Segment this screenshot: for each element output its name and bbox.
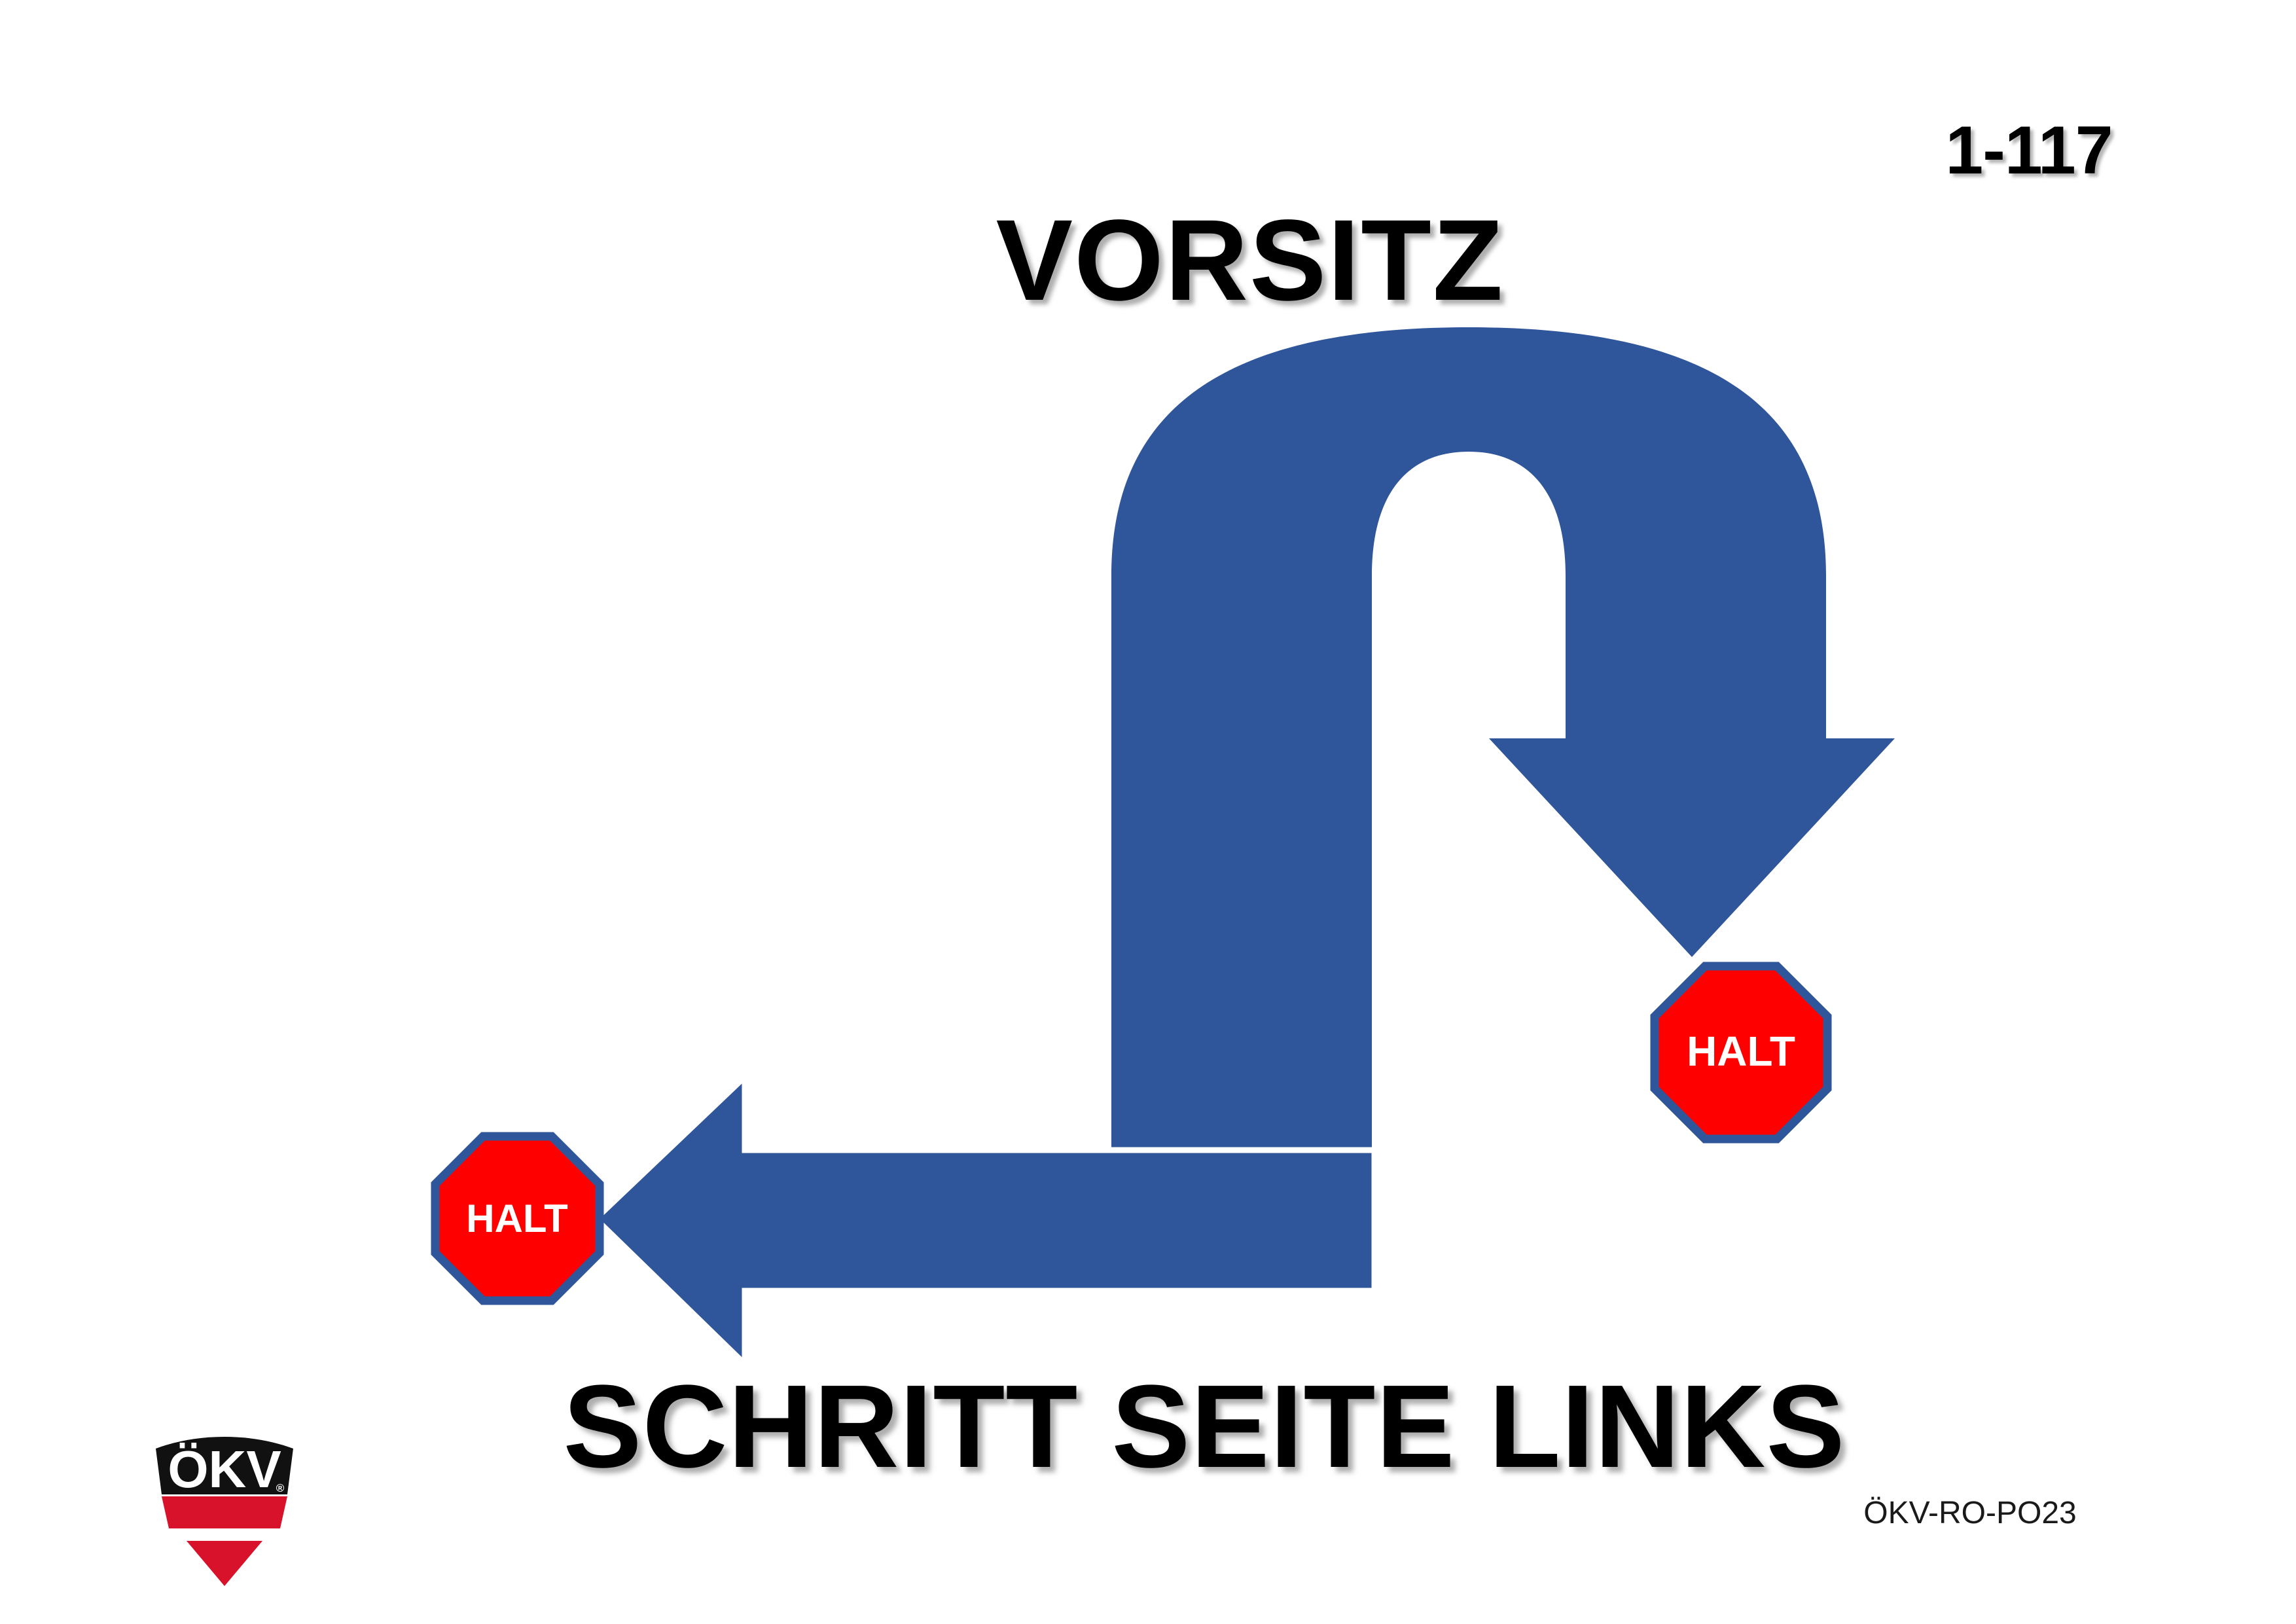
side-step-arrow — [591, 1070, 1378, 1371]
page-title-bottom: SCHRITT SEITE LINKS — [563, 1361, 1846, 1492]
halt-sign-right: HALT — [1650, 962, 1832, 1144]
logo-band-red — [162, 1496, 287, 1528]
logo-registered-mark: ® — [276, 1482, 285, 1494]
halt-sign-left: HALT — [431, 1132, 604, 1305]
logo-triangle-red — [187, 1541, 262, 1586]
footer-code: ÖKV-RO-PO23 — [1863, 1496, 2077, 1530]
logo-wordmark: ÖKV — [168, 1440, 281, 1498]
halt-label-left: HALT — [466, 1197, 568, 1240]
okv-logo: ÖKV ® — [156, 1437, 293, 1586]
page-title-top: VORSITZ — [996, 196, 1505, 325]
logo-shield-black — [156, 1437, 293, 1494]
u-turn-arrow — [1111, 327, 1895, 1293]
card-number: 1-117 — [1945, 113, 2113, 189]
halt-label-right: HALT — [1687, 1028, 1795, 1075]
